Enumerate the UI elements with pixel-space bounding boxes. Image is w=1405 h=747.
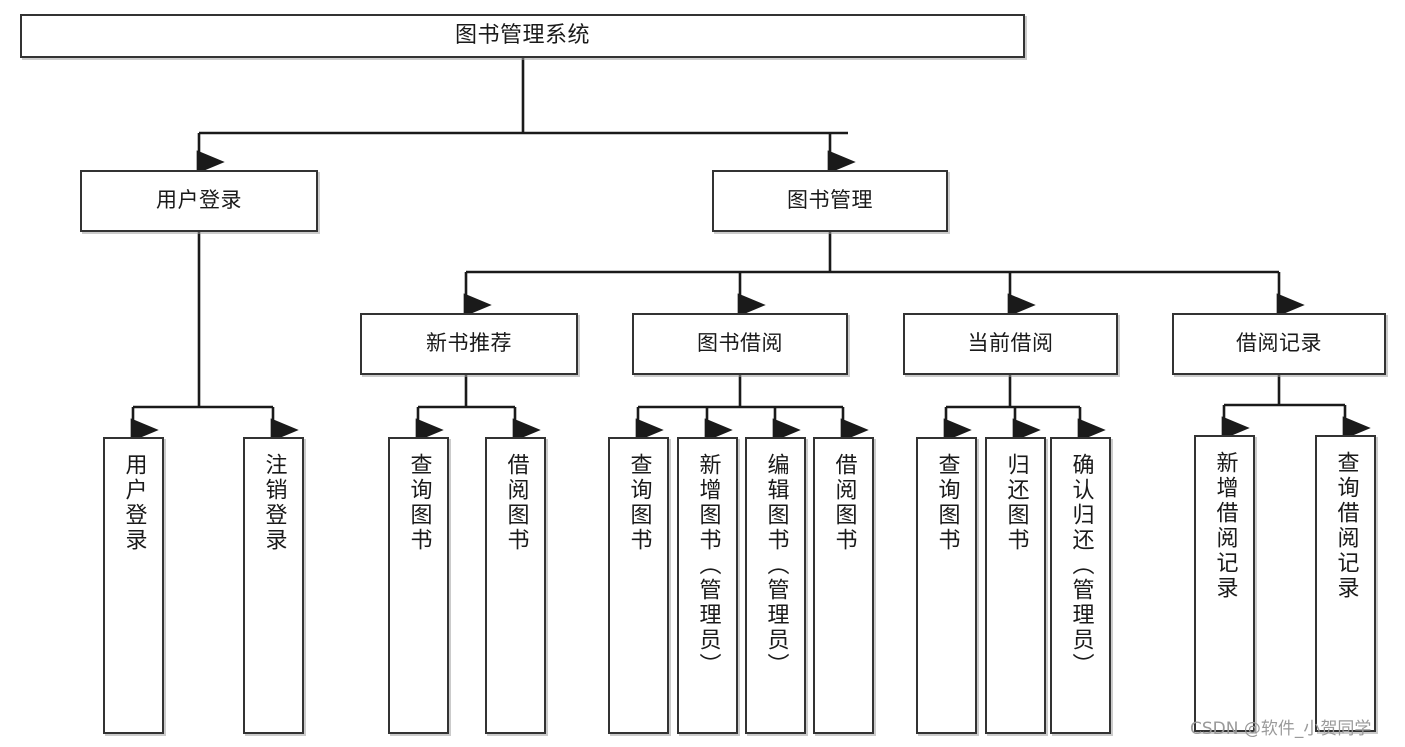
node-leaf-edit-book-label: 编辑图书（管理员） (763, 453, 789, 678)
node-leaf-user-login-label: 用户登录 (121, 453, 147, 553)
node-leaf-query-book-1[interactable]: 查询图书 (388, 437, 449, 734)
node-leaf-confirm-return-label: 确认归还（管理员） (1068, 453, 1094, 678)
node-book-manage[interactable]: 图书管理 (712, 170, 948, 232)
node-leaf-user-login[interactable]: 用户登录 (103, 437, 164, 734)
node-book-borrow[interactable]: 图书借阅 (632, 313, 848, 375)
node-leaf-return-book[interactable]: 归还图书 (985, 437, 1046, 734)
node-leaf-add-book[interactable]: 新增图书（管理员） (677, 437, 738, 734)
node-leaf-borrow-book-1[interactable]: 借阅图书 (485, 437, 546, 734)
node-root[interactable]: 图书管理系统 (20, 14, 1025, 58)
node-leaf-borrow-book-2-label: 借阅图书 (831, 453, 857, 553)
node-leaf-logout-login[interactable]: 注销登录 (243, 437, 304, 734)
node-current-borrow-label: 当前借阅 (967, 331, 1054, 356)
node-leaf-add-record[interactable]: 新增借阅记录 (1194, 435, 1255, 732)
node-leaf-borrow-book-1-label: 借阅图书 (503, 453, 529, 553)
node-leaf-edit-book[interactable]: 编辑图书（管理员） (745, 437, 806, 734)
node-leaf-add-book-label: 新增图书（管理员） (695, 453, 721, 678)
node-leaf-query-record-label: 查询借阅记录 (1333, 451, 1359, 601)
node-user-login[interactable]: 用户登录 (80, 170, 318, 232)
node-user-login-label: 用户登录 (156, 188, 242, 213)
node-leaf-query-book-2-label: 查询图书 (626, 453, 652, 553)
node-leaf-return-book-label: 归还图书 (1003, 453, 1029, 553)
node-new-book-recommend-label: 新书推荐 (426, 331, 512, 356)
node-leaf-query-book-3-label: 查询图书 (934, 453, 960, 553)
node-leaf-borrow-book-2[interactable]: 借阅图书 (813, 437, 874, 734)
node-root-label: 图书管理系统 (454, 22, 590, 48)
node-leaf-query-book-1-label: 查询图书 (406, 453, 432, 553)
node-book-borrow-label: 图书借阅 (697, 331, 783, 356)
node-new-book-recommend[interactable]: 新书推荐 (360, 313, 578, 375)
node-leaf-confirm-return[interactable]: 确认归还（管理员） (1050, 437, 1111, 734)
node-leaf-query-book-3[interactable]: 查询图书 (916, 437, 977, 734)
csdn-watermark: CSDN @软件_小贺同学 (1190, 719, 1372, 739)
node-book-manage-label: 图书管理 (787, 188, 873, 213)
node-current-borrow[interactable]: 当前借阅 (903, 313, 1118, 375)
node-leaf-logout-login-label: 注销登录 (261, 453, 287, 553)
node-borrow-record[interactable]: 借阅记录 (1172, 313, 1386, 375)
node-leaf-query-record[interactable]: 查询借阅记录 (1315, 435, 1376, 732)
node-leaf-add-record-label: 新增借阅记录 (1212, 451, 1238, 601)
node-borrow-record-label: 借阅记录 (1236, 331, 1322, 356)
node-leaf-query-book-2[interactable]: 查询图书 (608, 437, 669, 734)
